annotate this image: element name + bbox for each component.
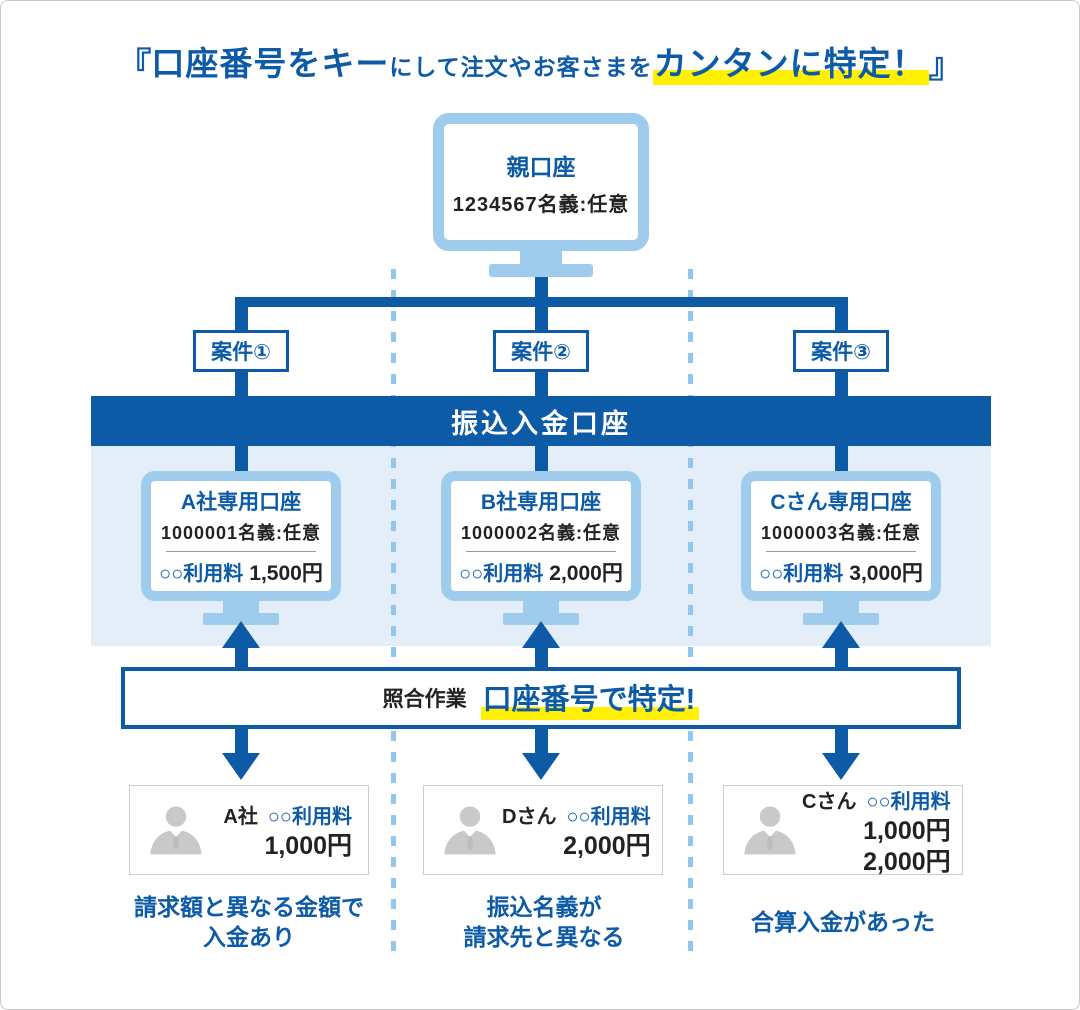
divider [166,550,316,552]
caption-3: 合算入金があった [751,909,935,935]
payment-fee-label: ○○利用料 [866,790,951,813]
arrow-down-icon [822,753,860,780]
title-emphasis-start: 口座番号をキー [151,45,390,82]
matching-label: 照合作業 [382,688,467,711]
payment-card-3: Cさん ○○利用料 1,000円 2,000円 [723,785,963,876]
page-title: 『口座番号をキーにして注文やお客さまをカンタンに特定！』 [1,37,1079,87]
arrow-up-shaft [235,646,248,669]
case-box-1: 案件① [193,330,289,372]
column-divider-dashed-1 [391,269,396,959]
account-detail: 1000003名義:任意 [760,522,922,543]
title-open-quote: 『 [117,47,152,85]
account-fee-label: ○○利用料 [759,562,844,585]
payment-fee-label: ○○利用料 [267,806,352,828]
transfer-deposit-banner: 振込入金口座 [91,396,991,446]
payer-name: A社 [223,806,258,828]
payment-fee-label: ○○利用料 [566,806,651,828]
title-emphasis-highlighted: カンタンに特定！ [652,45,929,85]
arrow-down-shaft [535,729,548,754]
account-fee-label: ○○利用料 [159,562,244,585]
person-icon [744,806,796,855]
payment-amount: 1,000円 [264,832,352,860]
parent-monitor-stand-base [489,264,593,277]
arrow-up-icon [222,621,260,648]
person-icon [444,806,496,855]
matching-box: 照合作業 口座番号で特定! [121,667,961,729]
account-detail: 1000002名義:任意 [460,522,622,543]
monitor-stand-neck [523,601,559,616]
branch-line-vertical-1 [235,297,248,481]
divider [466,550,616,552]
account-fee-label: ○○利用料 [459,562,544,585]
monitor-stand-neck [223,601,259,616]
arrow-down-shaft [835,729,848,754]
column-divider-dashed-2 [688,269,693,959]
account-fee-amount: 3,000円 [849,561,923,585]
payment-amount: 2,000円 [863,847,951,876]
title-middle: にして注文やお客さまを [389,54,653,80]
arrow-up-icon [522,621,560,648]
parent-account-name: 親口座 [506,153,576,180]
parent-account-detail: 1234567名義:任意 [452,193,630,216]
account-fee-amount: 1,500円 [249,561,323,585]
account-name: Cさん専用口座 [770,490,912,514]
branch-line-vertical-2 [535,297,548,481]
payment-card-1: A社 ○○利用料 1,000円 [129,785,369,875]
caption-1: 請求額と異なる金額で 入金あり [134,894,364,950]
parent-monitor-stand-neck [520,251,562,266]
account-name: B社専用口座 [480,490,602,514]
case-box-3: 案件③ [793,330,889,372]
matching-highlight: 口座番号で特定! [480,676,700,720]
case-box-2: 案件② [493,330,589,372]
caption-2: 振込名義が 請求先と異なる [463,894,625,950]
payer-name: Dさん [502,806,557,828]
parent-connector-line [535,275,548,301]
arrow-down-icon [522,753,560,780]
divider [766,550,916,552]
payer-name: Cさん [802,790,857,813]
arrow-up-shaft [535,646,548,669]
monitor-stand-neck [823,601,859,616]
account-fee-amount: 2,000円 [549,561,623,585]
account-name: A社専用口座 [180,490,302,514]
payment-amount: 2,000円 [563,832,651,860]
parent-account-monitor-icon: 親口座 1234567名義:任意 [433,113,649,251]
title-close-quote: 』 [928,47,963,85]
arrow-down-icon [222,753,260,780]
payment-amount: 1,000円 [863,816,951,845]
person-icon [150,806,202,855]
account-detail: 1000001名義:任意 [160,522,322,543]
arrow-down-shaft [235,729,248,754]
branch-line-vertical-3 [835,297,848,481]
arrow-up-shaft [835,646,848,669]
payment-card-2: Dさん ○○利用料 2,000円 [423,785,663,875]
arrow-up-icon [822,621,860,648]
